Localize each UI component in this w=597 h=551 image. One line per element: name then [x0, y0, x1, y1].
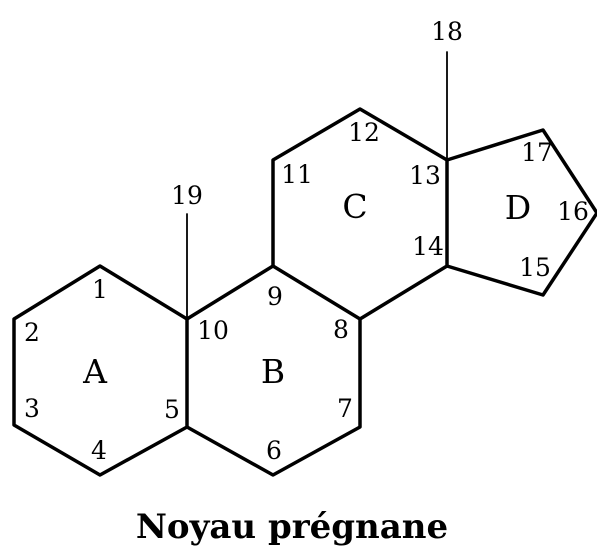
position-3: 3 — [24, 394, 40, 423]
position-5: 5 — [164, 395, 180, 424]
ring-b-bonds — [185, 264, 362, 477]
position-16: 16 — [557, 197, 589, 226]
ring-label-a: A — [82, 352, 108, 391]
position-19: 19 — [171, 181, 203, 210]
position-7: 7 — [337, 394, 353, 423]
ring-label-b: B — [261, 352, 285, 391]
position-4: 4 — [91, 436, 107, 465]
position-6: 6 — [266, 436, 282, 465]
diagram-title: Noyau prégnane — [136, 507, 448, 547]
position-14: 14 — [412, 232, 444, 261]
position-18: 18 — [431, 17, 463, 46]
position-13: 13 — [409, 161, 441, 190]
ring-label-d: D — [505, 188, 531, 227]
position-2: 2 — [24, 318, 40, 347]
position-15: 15 — [519, 253, 551, 282]
ring-c-bonds — [271, 107, 449, 321]
ring-label-c: C — [342, 187, 367, 226]
position-11: 11 — [281, 160, 313, 189]
position-1: 1 — [92, 275, 108, 304]
position-8: 8 — [333, 315, 349, 344]
position-17: 17 — [521, 138, 553, 167]
position-9: 9 — [267, 282, 283, 311]
position-10: 10 — [197, 316, 229, 345]
position-12: 12 — [348, 118, 380, 147]
ring-d-bonds — [445, 128, 597, 297]
